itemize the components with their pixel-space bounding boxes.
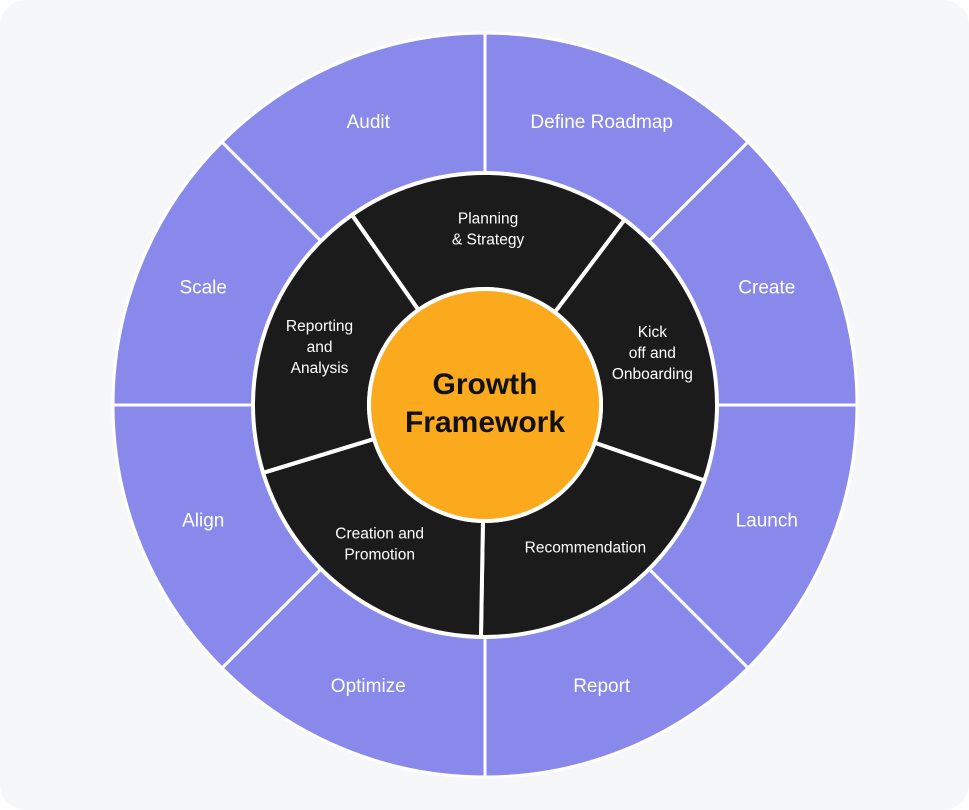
outer-label-audit: Audit: [347, 112, 391, 133]
inner-label-line: Promotion: [344, 546, 415, 563]
center-circle: [367, 287, 603, 523]
outer-label-align: Align: [182, 511, 224, 532]
inner-label-recommendation: Recommendation: [525, 539, 646, 556]
outer-label-create: Create: [738, 277, 795, 298]
inner-label-line: Analysis: [291, 360, 349, 377]
center-title-line: Framework: [405, 406, 565, 439]
inner-label-line: and: [307, 339, 333, 356]
outer-label-report: Report: [573, 676, 631, 697]
inner-label-line: Kick: [638, 324, 668, 341]
outer-label-scale: Scale: [179, 277, 227, 298]
inner-label-line: Planning: [458, 211, 518, 228]
inner-label-line: Recommendation: [525, 539, 646, 556]
inner-label-line: off and: [629, 345, 676, 362]
outer-label-define-roadmap: Define Roadmap: [530, 112, 673, 133]
inner-label-line: Creation and: [335, 525, 424, 542]
inner-label-line: Onboarding: [612, 366, 693, 383]
outer-label-launch: Launch: [736, 511, 798, 532]
inner-label-line: Reporting: [286, 318, 353, 335]
center-title-line: Growth: [433, 368, 538, 401]
inner-label-line: & Strategy: [452, 232, 525, 249]
outer-label-optimize: Optimize: [331, 676, 406, 697]
inner-label-planning-and-strategy: Planning & Strategy: [452, 211, 525, 249]
